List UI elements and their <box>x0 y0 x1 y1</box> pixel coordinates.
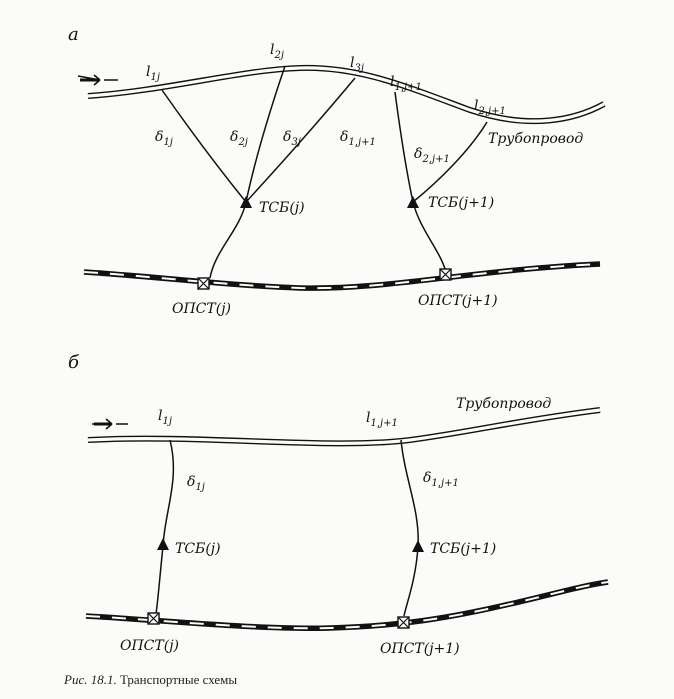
panel-b-opst-j1-marker <box>397 616 410 629</box>
panel-b-tsb-j-label: ТСБ(j) <box>175 541 221 557</box>
panel-a-flow-arrow <box>77 74 118 86</box>
panel-a-opst-j-label: ОПСТ(j) <box>172 301 231 317</box>
panel-b-letter: б <box>68 352 80 373</box>
panel-b-opst-j-marker <box>147 612 160 625</box>
panel-a-link-1j <box>161 89 247 203</box>
panel-b-point-2: l1,j+1 <box>366 410 398 429</box>
panel-b-link-j1 <box>400 439 419 617</box>
panel-a-delta-4: δ1,j+1 <box>340 129 376 148</box>
panel-b-tsb-j-marker <box>157 538 169 550</box>
panel-a-point-2: l2j <box>270 42 284 61</box>
panel-a-tsb-j-label: ТСБ(j) <box>259 200 305 216</box>
panel-b-pipeline-label: Трубопровод <box>456 396 551 412</box>
panel-a-pipeline <box>87 64 606 125</box>
panel-a-point-1: l1j <box>146 64 160 83</box>
panel-a-link-2j <box>245 65 286 203</box>
panel-a-link-2j1 <box>412 121 488 203</box>
panel-a-opst-j-marker <box>197 277 210 290</box>
panel-a-link-opst-j <box>209 201 247 279</box>
panel-b-flow-arrow <box>92 418 128 430</box>
panel-b-delta-1: δ1j <box>187 474 205 493</box>
panel-a-letter: а <box>68 24 79 45</box>
panel-a-point-4: l1,j+1 <box>390 74 422 93</box>
panel-b-tsb-j1-label: ТСБ(j+1) <box>430 541 496 557</box>
panel-a-point-3: l3j <box>350 55 364 74</box>
panel-a-point-5: l2,j+1 <box>474 98 506 117</box>
panel-b-tsb-j1-marker <box>412 540 424 552</box>
panel-b-opst-j1-label: ОПСТ(j+1) <box>380 641 460 657</box>
panel-b-opst-j-label: ОПСТ(j) <box>120 638 179 654</box>
panel-a-link-opst-j1 <box>412 201 447 273</box>
panel-a-delta-2: δ2j <box>230 129 248 148</box>
panel-a-pipeline-label: Трубопровод <box>488 131 583 147</box>
panel-a-link-1j1 <box>394 91 414 203</box>
panel-a-tsb-j1-marker <box>407 196 419 208</box>
panel-b-delta-2: δ1,j+1 <box>423 470 459 489</box>
panel-a-railway <box>83 261 601 291</box>
panel-a-link-3j <box>245 77 356 203</box>
panel-a-opst-j1-marker <box>439 268 452 281</box>
panel-b-pipeline <box>87 407 601 447</box>
panel-a-delta-3: δ3j <box>283 129 301 148</box>
panel-b-point-1: l1j <box>158 408 172 427</box>
panel-a-tsb-j-marker <box>240 196 252 208</box>
panel-b-link-j <box>155 439 175 615</box>
panel-a-delta-5: δ2,j+1 <box>414 146 450 165</box>
figure-caption: Рис. 18.1. Транспортные схемы <box>63 672 237 687</box>
panel-b-railway <box>85 579 609 631</box>
panel-a-delta-1: δ1j <box>155 129 173 148</box>
panel-a-tsb-j1-label: ТСБ(j+1) <box>428 195 494 211</box>
panel-a-opst-j1-label: ОПСТ(j+1) <box>418 293 498 309</box>
